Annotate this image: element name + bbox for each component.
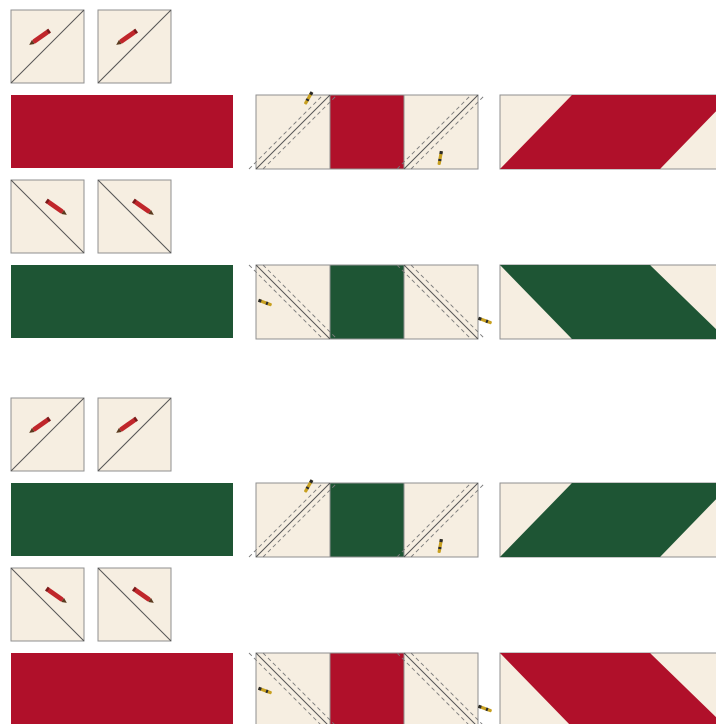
step-row-4 [11, 568, 716, 724]
cream-square [98, 398, 171, 471]
finished-strip [500, 483, 716, 557]
cream-square [98, 568, 171, 641]
sewn-unit [249, 265, 492, 339]
cream-square [11, 10, 84, 83]
sewn-unit [249, 479, 485, 557]
cream-square [11, 568, 84, 641]
sewn-unit [249, 91, 485, 169]
step-row-3 [11, 398, 716, 557]
cream-square [98, 180, 171, 253]
finished-strip [500, 95, 716, 169]
finished-strip [500, 653, 716, 724]
fabric-strip [11, 653, 233, 724]
step-row-2 [11, 180, 716, 339]
needle-eye [439, 151, 443, 155]
center-strip [330, 95, 404, 169]
fabric-strip [11, 483, 233, 556]
center-strip [330, 265, 404, 339]
center-strip [330, 653, 404, 724]
step-row-1 [11, 10, 716, 169]
finished-strip [500, 265, 716, 339]
needle-eye [439, 539, 443, 543]
sewn-unit [249, 653, 492, 724]
cream-square [98, 10, 171, 83]
cream-square [11, 398, 84, 471]
center-strip [330, 483, 404, 557]
sewing-needle-icon [478, 317, 492, 325]
fabric-strip [11, 265, 233, 338]
fabric-strip [11, 95, 233, 168]
cream-square [11, 180, 84, 253]
sewing-needle-icon [478, 705, 492, 713]
